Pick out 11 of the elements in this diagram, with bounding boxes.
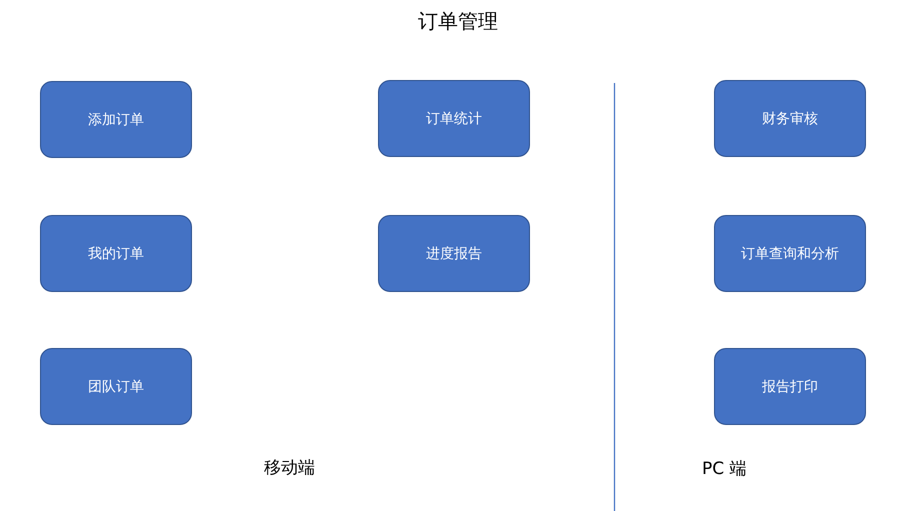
rounded-box: 团队订单 [40,348,192,425]
rounded-box: 财务审核 [714,80,866,157]
title: 订单管理 [418,9,498,33]
rounded-box: 添加订单 [40,81,192,158]
section-label: PC 端 [702,458,747,480]
rounded-box: 订单统计 [378,80,530,157]
rounded-box: 订单查询和分析 [714,215,866,292]
rounded-box: 报告打印 [714,348,866,425]
rounded-box: 我的订单 [40,215,192,292]
rounded-box: 进度报告 [378,215,530,292]
section-label: 移动端 [264,457,315,479]
